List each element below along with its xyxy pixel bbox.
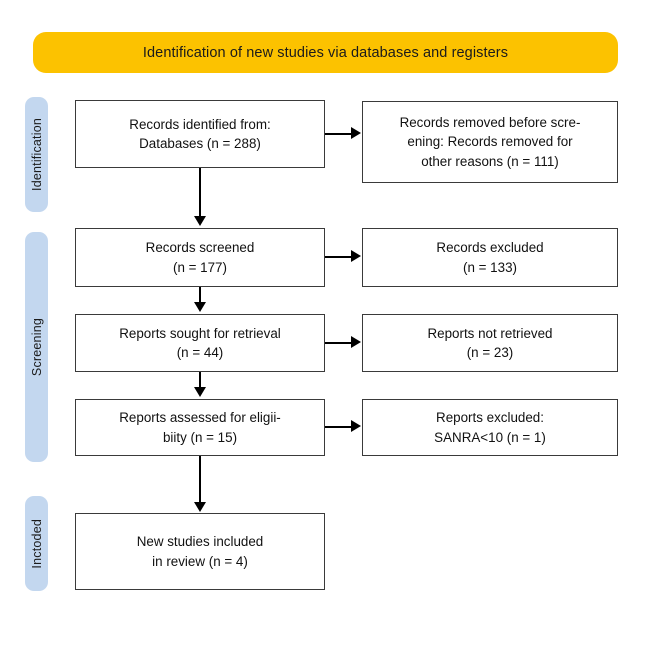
arrowhead-identified-to-removed <box>351 127 361 139</box>
box-records-identified-text: Records identified from: Databases (n = … <box>129 115 270 154</box>
box-line: Records removed before scre- <box>399 114 581 130</box>
box-new-studies-included-text: New studies included in review (n = 4) <box>137 532 264 571</box>
box-new-studies-included: New studies included in review (n = 4) <box>75 513 325 590</box>
box-reports-sought-text: Reports sought for retrieval (n = 44) <box>119 324 281 363</box>
stage-pill-included: Inctoded <box>25 496 48 591</box>
box-line: Reports assessed for eligii- <box>119 410 281 426</box>
connector-screened-to-excluded <box>325 256 352 258</box>
stage-label-included: Inctoded <box>29 518 44 569</box>
arrowhead-assessed-to-excluded <box>351 420 361 432</box>
box-line: (n = 23) <box>466 345 514 360</box>
connector-identified-to-screened <box>199 168 201 218</box>
box-line: Reports not retrieved <box>427 325 553 341</box>
box-reports-assessed: Reports assessed for eligii- biity (n = … <box>75 399 325 456</box>
connector-screened-to-sought <box>199 287 201 304</box>
connector-assessed-to-excluded <box>325 426 352 428</box>
box-line: (n = 44) <box>176 345 224 360</box>
box-reports-not-retrieved-text: Reports not retrieved (n = 23) <box>427 324 552 363</box>
banner-title: Identification of new studies via databa… <box>142 44 509 61</box>
box-line: Records excluded <box>436 240 544 256</box>
arrowhead-screened-to-excluded <box>351 250 361 262</box>
stage-pill-identification: Identification <box>25 97 48 212</box>
box-line: biity (n = 15) <box>162 429 238 445</box>
arrowhead-screened-to-sought <box>193 302 206 312</box>
box-reports-assessed-text: Reports assessed for eligii- biity (n = … <box>119 408 281 447</box>
box-records-identified: Records identified from: Databases (n = … <box>75 100 325 168</box>
box-records-screened-text: Records screened (n = 177) <box>146 238 255 277</box>
connector-identified-to-removed <box>325 133 352 135</box>
stage-label-identification: Identification <box>29 118 44 191</box>
box-records-excluded-text: Records excluded (n = 133) <box>436 238 543 277</box>
arrowhead-identified-to-screened <box>193 216 206 226</box>
box-records-removed-text: Records removed before scre- ening: Reco… <box>400 113 581 171</box>
box-line: other reasons (n = 111) <box>421 153 559 169</box>
diagram-banner: Identification of new studies via databa… <box>33 32 618 73</box>
stage-pill-screening: Screening <box>25 232 48 462</box>
stage-label-screening: Screening <box>29 317 44 377</box>
box-line: (n = 133) <box>463 259 517 275</box>
box-line: Records screened <box>145 240 255 256</box>
arrowhead-sought-to-assessed <box>193 387 206 397</box>
box-reports-not-retrieved: Reports not retrieved (n = 23) <box>362 314 618 372</box>
box-line: Databases (n = 288) <box>139 136 261 151</box>
box-line: Records identified from: <box>129 116 271 132</box>
box-line: in review (n = 4) <box>152 553 248 569</box>
box-reports-excluded: Reports excluded: SANRA<10 (n = 1) <box>362 399 618 456</box>
box-line: SANRA<10 (n = 1) <box>434 429 546 445</box>
connector-assessed-to-included <box>199 456 201 504</box>
arrowhead-assessed-to-included <box>193 502 206 512</box>
box-line: Reports excluded: <box>436 410 544 426</box>
connector-sought-to-not-retrieved <box>325 342 352 344</box>
connector-sought-to-assessed <box>199 372 201 389</box>
box-line: ening: Records removed for <box>407 134 573 150</box>
box-reports-excluded-text: Reports excluded: SANRA<10 (n = 1) <box>434 408 546 447</box>
box-records-screened: Records screened (n = 177) <box>75 228 325 287</box>
arrowhead-sought-to-not-retrieved <box>351 336 361 348</box>
box-line: (n = 177) <box>173 259 227 275</box>
box-reports-sought: Reports sought for retrieval (n = 44) <box>75 314 325 372</box>
box-records-removed: Records removed before scre- ening: Reco… <box>362 101 618 183</box>
box-line: New studies included <box>136 534 264 550</box>
box-records-excluded: Records excluded (n = 133) <box>362 228 618 287</box>
box-line: Reports sought for retrieval <box>119 325 281 341</box>
